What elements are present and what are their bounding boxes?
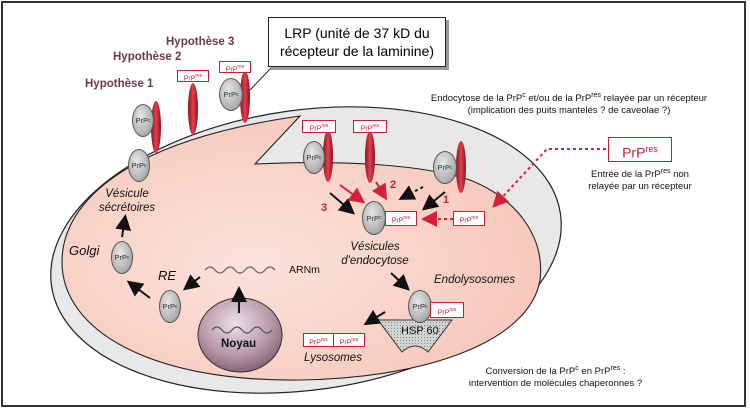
arrow-red-dotted-entry — [492, 148, 606, 208]
prpres-entry-box: PrPres — [608, 137, 672, 162]
golgi-label: Golgi — [69, 243, 100, 258]
mrna-wave-icon — [204, 266, 276, 274]
pathway-number-2: 2 — [390, 179, 397, 191]
hsp60-chaperone — [377, 319, 453, 353]
secretory-line-1: Vésicule — [105, 188, 149, 200]
receptor-icon — [188, 83, 198, 135]
arnm-label: ARNm — [289, 264, 320, 276]
re-label: RE — [158, 268, 177, 283]
prpres-box-lysosome-1: PrPres — [303, 333, 334, 347]
arrow-red-2 — [371, 181, 388, 201]
arrow-re-to-golgi — [126, 280, 151, 299]
secretory-line-2: sécrétoires — [98, 202, 156, 214]
receptor-icon — [151, 101, 161, 153]
secretory-vesicle-label: Vésicule sécrétoires — [97, 187, 157, 215]
endolysosomes-label: Endolysosomes — [434, 274, 516, 286]
conversion-line-1: Conversion de la PrPc en PrPres : — [485, 365, 626, 378]
lysosomes-label: Lysosomes — [304, 352, 362, 364]
lrp-pointer-line — [249, 66, 273, 91]
nucleus-label: Noyau — [221, 338, 257, 350]
lrp-callout-box: LRP (unité de 37 kD du récepteur de la l… — [268, 17, 446, 67]
entry-line-2: relayée par un récepteur — [588, 181, 692, 193]
prpres-box-hyp3: PrPres — [219, 61, 251, 73]
endo-vesicle-line-2: d'endocytose — [341, 255, 409, 267]
entry-line-1: Entrée de la PrPres non — [591, 168, 689, 181]
prpres-box-invagination-1: PrPres — [302, 120, 336, 133]
receptors — [151, 71, 466, 193]
arrow-3 — [329, 192, 356, 215]
pathway-number-1: 1 — [443, 194, 450, 206]
arrow-golgi-to-vesicle — [115, 214, 132, 238]
endocytosis-line-2: (implication des puits mantelés ? de cav… — [467, 105, 671, 117]
prpres-entry-caption: Entrée de la PrPres non relayée par un r… — [575, 166, 705, 193]
arrow-dashed-black — [398, 185, 424, 200]
hypothesis-1-label: Hypothèse 1 — [85, 78, 154, 90]
receptor-icon — [323, 130, 333, 182]
prpres-box-cytoplasm: PrPres — [453, 211, 485, 226]
lrp-line-1: LRP (unité de 37 kD du — [284, 25, 430, 41]
endo-vesicle-line-1: Vésicules — [350, 241, 400, 253]
endocytosis-caption: Endocytose de la PrPc et/ou de la PrPres… — [400, 90, 738, 117]
arrow-red-hyp3 — [339, 184, 366, 204]
receptor-icon — [240, 71, 250, 123]
hypothesis-2-label: Hypothèse 2 — [113, 51, 182, 63]
receptor-icon — [456, 141, 466, 193]
receptor-icon — [365, 131, 375, 183]
arrow-1 — [421, 191, 446, 211]
hypothesis-3-label: Hypothèse 3 — [166, 36, 235, 48]
arrow-endolysosome-to-lysosome — [363, 309, 386, 326]
endocytosis-vesicle-label: Vésicules d'endocytose — [335, 240, 415, 268]
hsp60-label: HSP 60 — [401, 325, 439, 337]
prpres-box-lysosome-2: PrPres — [333, 333, 365, 347]
conversion-line-2: intervention de molécules chaperonnes ? — [468, 378, 643, 390]
prpres-box-endolysosome: PrPres — [430, 302, 464, 318]
conversion-caption: Conversion de la PrPc en PrPres : interv… — [448, 363, 663, 390]
prpres-box-vesicle: PrPres — [385, 211, 417, 226]
pathway-number-3: 3 — [321, 202, 328, 214]
endocytosis-line-1: Endocytose de la PrPc et/ou de la PrPres… — [430, 92, 708, 105]
arrow-arnm-to-re — [182, 274, 201, 291]
prpres-box-invagination-2: PrPres — [353, 120, 387, 133]
lrp-line-2: récepteur de la laminine) — [279, 43, 435, 59]
dna-wave-icon — [211, 326, 273, 334]
arrow-vesicle-to-endolysosome — [390, 272, 410, 291]
prpres-box-hyp2: PrPres — [177, 70, 209, 82]
